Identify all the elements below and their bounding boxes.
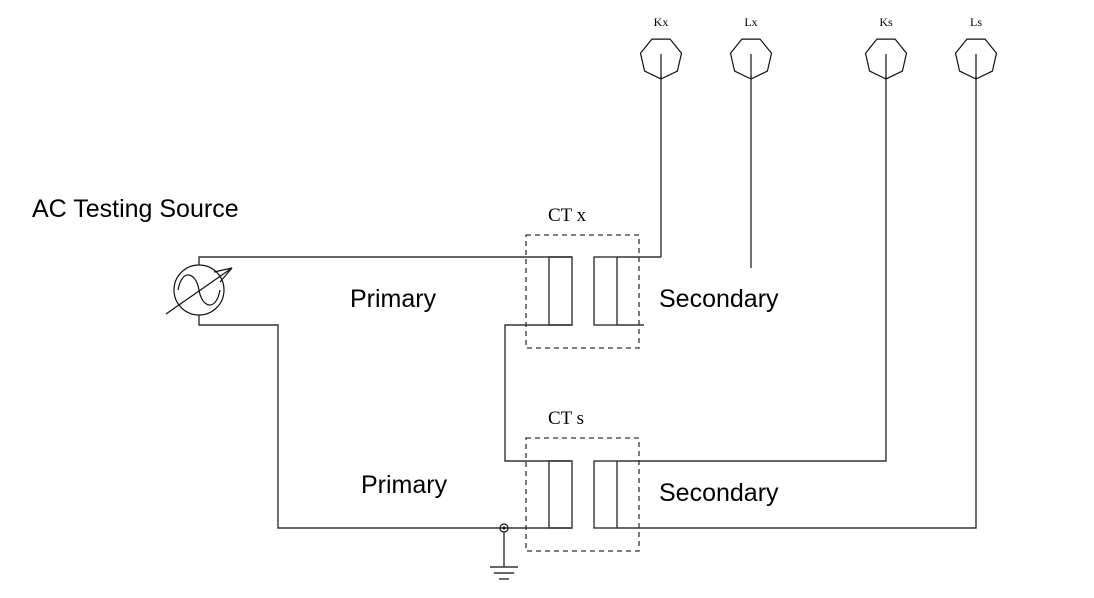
ct-s-boundary (525, 437, 640, 552)
terminal-label: Lx (744, 15, 757, 29)
ct-x-label: CT x (548, 205, 587, 226)
primary-circuit (198, 256, 572, 529)
primary-label-bottom: Primary (361, 471, 448, 499)
ground-icon (490, 523, 518, 580)
terminal-ls: Ls (954, 15, 998, 80)
adjustable-ac-source-icon (165, 264, 233, 316)
ct-s-secondary-winding (593, 460, 618, 529)
heptagon-terminal-icon (729, 38, 773, 80)
ct-x-boundary (525, 234, 640, 349)
secondary-circuit (617, 76, 977, 529)
terminal-lx: Lx (729, 15, 773, 80)
heptagon-terminal-icon (954, 38, 998, 80)
heptagon-terminal-icon (639, 38, 683, 80)
secondary-label-top: Secondary (659, 285, 779, 313)
terminal-label: Kx (654, 15, 669, 29)
ct-s-primary-winding (548, 460, 573, 529)
source-label: AC Testing Source (32, 195, 239, 223)
terminal-label: Ls (970, 15, 982, 29)
ct-x-primary-winding (548, 256, 573, 326)
terminal-label: Ks (879, 15, 893, 29)
terminal-kx: Kx (639, 15, 683, 80)
primary-label-top: Primary (350, 285, 437, 313)
terminal-ks: Ks (864, 15, 908, 80)
secondary-label-bottom: Secondary (659, 479, 779, 507)
ct-s-label: CT s (548, 408, 584, 429)
ct-x-secondary-winding (593, 256, 661, 326)
heptagon-terminal-icon (864, 38, 908, 80)
